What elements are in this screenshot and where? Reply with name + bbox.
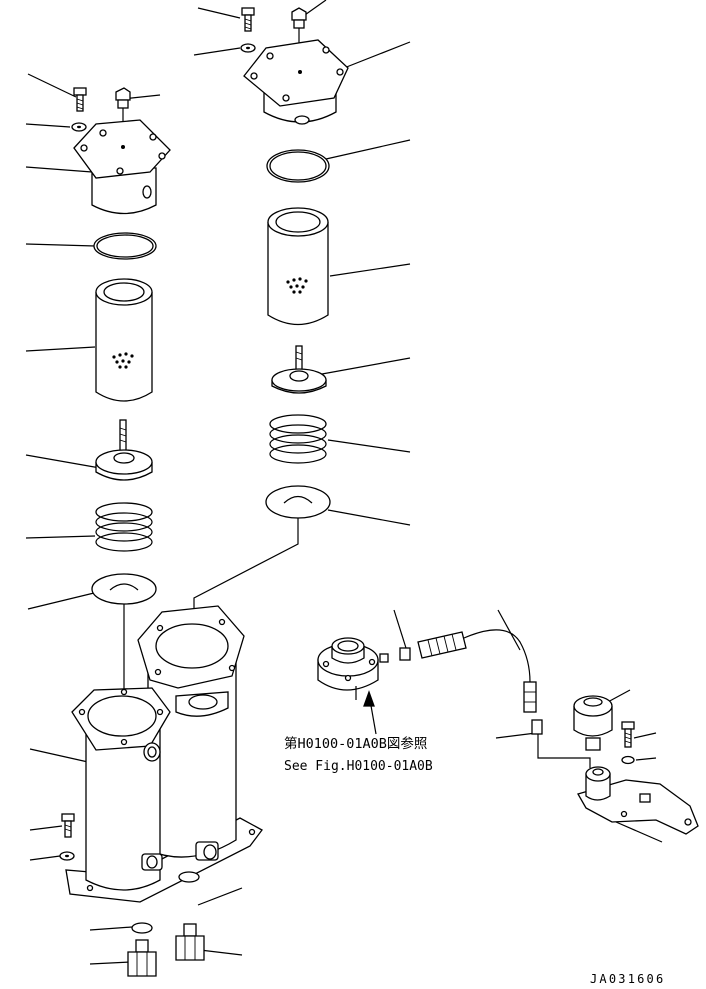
reference-note-jp: 第H0100-01A0B図参照 [284,735,427,752]
right-o-ring [266,149,330,183]
leader-lines [25,0,663,965]
left-filter-assembly [71,87,171,605]
switch-bracket-washer [621,755,635,765]
left-cover-bolt [73,87,87,112]
reference-fitting [317,637,389,735]
sensor-tip [399,647,411,661]
left-relief-valve [95,419,153,481]
switch-bracket-bolt [621,721,635,748]
filter-housing [65,605,263,903]
drain-gasket-right [178,871,200,883]
drawing-number: JA031606 [590,972,665,984]
left-filter-element [95,278,153,402]
right-filter-element [267,207,329,326]
drain-gasket-left [131,922,153,934]
right-cover-bolt [241,7,255,32]
left-filter-cover [73,119,171,215]
right-filter-plate [265,485,331,519]
switch-bracket [577,766,699,835]
right-spring [269,414,327,464]
right-relief-valve [271,345,327,394]
drain-plug-left [127,939,157,977]
left-spring [95,502,153,552]
reference-note-en: See Fig.H0100-01A0B [284,759,433,774]
harness-connector [523,681,537,713]
drain-plug-right [175,923,205,961]
sensor-body [417,631,467,659]
right-filter-cover [243,39,349,125]
left-o-ring [93,232,157,260]
pressure-switch [573,695,613,751]
sensor-harness [399,629,591,768]
left-filter-plate [91,573,157,605]
right-filter-assembly [240,7,349,519]
housing-mounting-bolt [61,813,75,838]
